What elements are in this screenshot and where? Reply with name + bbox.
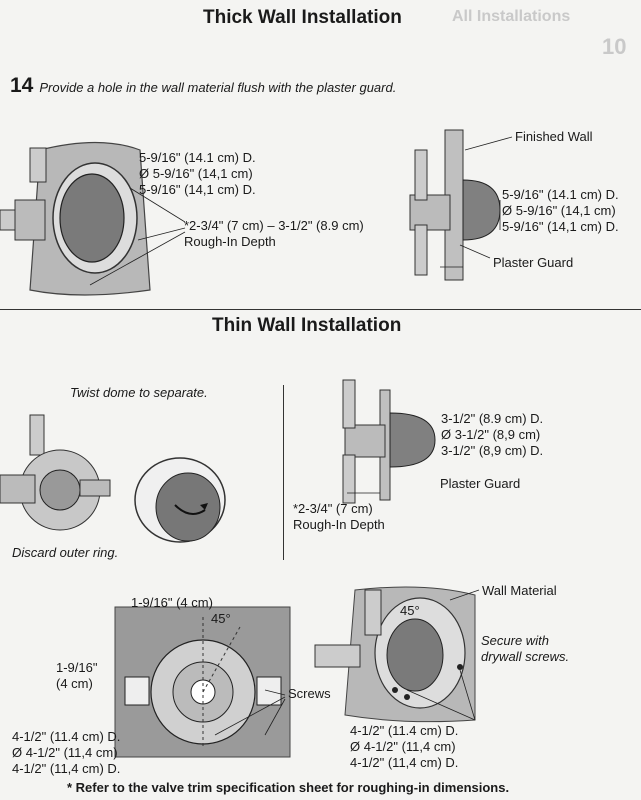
column-divider <box>283 385 284 560</box>
thin-wall-side-illustration <box>342 379 436 504</box>
wall-material-label: Wall Material <box>482 583 557 598</box>
bottom-left-dims: 4-1/2" (11.4 cm) D. Ø 4-1/2" (11,4 cm) 4… <box>12 729 121 776</box>
step-number: 14 <box>10 74 34 97</box>
bleed-through-step: 10 <box>602 34 627 59</box>
footnote: * Refer to the valve trim specification … <box>67 780 510 795</box>
dome-separation-illustration <box>134 457 226 543</box>
thick-wall-valve-illustration <box>0 141 151 296</box>
thin-rough-in: *2-3/4" (7 cm) Rough-In Depth <box>293 501 385 532</box>
bleed-through-heading: All Installations <box>452 8 571 25</box>
twist-instruction: Twist dome to separate. <box>70 385 208 400</box>
thick-wall-title: Thick Wall Installation <box>203 7 402 28</box>
section-divider <box>0 309 641 310</box>
thin-plaster-guard-label: Plaster Guard <box>440 476 521 491</box>
discard-instruction: Discard outer ring. <box>12 545 119 560</box>
secure-instruction: Secure with drywall screws. <box>481 633 570 664</box>
thick-rough-in: *2-3/4" (7 cm) – 3-1/2" (8.9 cm) Rough-I… <box>184 218 364 249</box>
angle2-label: 45° <box>400 603 420 618</box>
thin-dome-dims: 3-1/2" (8.9 cm) D. Ø 3-1/2" (8,9 cm) 3-1… <box>441 411 544 458</box>
side-dim-label: 1-9/16" (4 cm) <box>56 660 98 691</box>
angle-label: 45° <box>211 611 231 626</box>
thick-step-text: 14 Provide a hole in the wall material fl… <box>10 74 396 98</box>
thick-left-dims: 5-9/16" (14.1 cm) D. Ø 5-9/16" (14,1 cm)… <box>139 150 256 197</box>
screws-label: Screws <box>288 686 331 701</box>
thick-plaster-guard-label: Plaster Guard <box>493 255 574 270</box>
front-mounting-illustration <box>114 606 291 758</box>
step-instruction: Provide a hole in the wall material flus… <box>39 80 397 95</box>
thin-wall-title: Thin Wall Installation <box>212 315 402 336</box>
thin-valve-body-illustration <box>0 414 111 531</box>
thick-right-dims: 5-9/16" (14.1 cm) D. Ø 5-9/16" (14,1 cm)… <box>502 187 619 234</box>
drywall-mount-illustration <box>314 586 476 723</box>
finished-wall-label: Finished Wall <box>515 129 593 144</box>
top-dim-label: 1-9/16" (4 cm) <box>131 595 213 610</box>
bottom-right-dims: 4-1/2" (11.4 cm) D. Ø 4-1/2" (11,4 cm) 4… <box>350 723 459 770</box>
